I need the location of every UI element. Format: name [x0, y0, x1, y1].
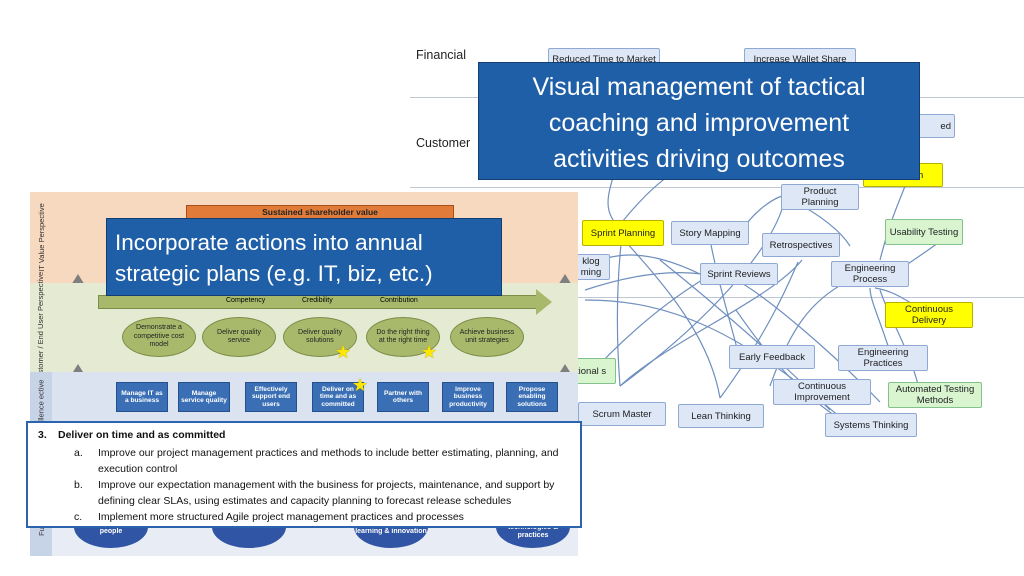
note-item: c. Implement more structured Agile projec… [74, 509, 570, 525]
band-label: IT Value Perspective [36, 203, 46, 272]
band-label: Customer / End User Perspective [36, 271, 46, 384]
star-icon: ★ [421, 342, 438, 362]
note-item-text: Implement more structured Agile project … [98, 511, 464, 523]
objective-right-thing: Do the right thing at the right time [366, 317, 440, 357]
node-partial[interactable]: ed [913, 114, 955, 138]
node-sprint-reviews[interactable]: Sprint Reviews [700, 263, 778, 285]
node-early-feedback[interactable]: Early Feedback [729, 345, 815, 369]
node-lean-thinking[interactable]: Lean Thinking [678, 404, 764, 428]
star-icon: ★ [335, 342, 352, 362]
lane-divider [410, 297, 1024, 298]
note-heading-text: Deliver on time and as committed [58, 429, 226, 441]
callout-line: strategic plans (e.g. IT, biz, etc.) [115, 261, 433, 286]
node-story-mapping[interactable]: Story Mapping [671, 221, 749, 245]
action-note: 3. Deliver on time and as committed a. Imp… [26, 421, 582, 528]
node-sprint-planning[interactable]: Sprint Planning [582, 220, 664, 246]
arrow-label-credibility: Credibility [302, 297, 333, 304]
box-partner: Partner with others [377, 382, 429, 412]
band-customer: Customer / End User Perspective Competen… [30, 271, 578, 390]
node-systems-thinking[interactable]: Systems Thinking [825, 413, 917, 437]
note-item-letter: c. [74, 511, 83, 523]
lane-label-customer: Customer [416, 136, 471, 150]
callout-visual-management: Visual management of tactical coaching a… [478, 62, 920, 180]
node-product-planning[interactable]: Product Planning [781, 184, 859, 210]
objective-quality-service: Deliver quality service [202, 317, 276, 357]
box-manage-it: Manage IT as a business [116, 382, 168, 412]
objective-cost-model: Demonstrate a competitive cost model [122, 317, 196, 357]
box-enabling-solutions: Propose enabling solutions [506, 382, 558, 412]
note-item-text: Improve our project management practices… [98, 447, 559, 475]
box-service-quality: Manage service quality [178, 382, 230, 412]
node-functional[interactable]: tional s [572, 358, 616, 384]
note-item-text: Improve our expectation management with … [98, 479, 555, 507]
note-heading: 3. Deliver on time and as committed [38, 429, 570, 441]
lane-label-financial: Financial [416, 48, 467, 62]
callout-line: activities driving outcomes [553, 145, 845, 173]
arrow-label-contribution: Contribution [380, 297, 418, 304]
node-usability-testing[interactable]: Usability Testing [885, 219, 963, 245]
note-number: 3. [38, 429, 47, 441]
arrow-label-competency: Competency [226, 297, 266, 304]
objective-quality-solutions: Deliver quality solutions [283, 317, 357, 357]
node-automated-testing-methods[interactable]: Automated Testing Methods [888, 382, 982, 408]
arrow-head-icon [536, 289, 552, 315]
note-item-letter: a. [74, 447, 83, 459]
sustained-value-banner: Sustained shareholder value [186, 205, 454, 219]
node-continuous-improvement[interactable]: Continuous Improvement [773, 379, 871, 405]
box-deliver-on-time: Deliver on time and as committed [312, 382, 364, 412]
node-engineering-practices[interactable]: Engineering Practices [838, 345, 928, 371]
callout-incorporate-actions: Incorporate actions into annual strategi… [106, 218, 502, 296]
callout-line: Incorporate actions into annual [115, 230, 423, 255]
note-item: b. Improve our expectation management wit… [74, 477, 570, 509]
objective-business-unit: Achieve business unit strategies [450, 317, 524, 357]
box-productivity: Improve business productivity [442, 382, 494, 412]
callout-line: coaching and improvement [548, 109, 850, 137]
callout-line: Visual management of tactical [532, 73, 866, 101]
star-icon: ★ [352, 375, 369, 395]
node-engineering-process[interactable]: Engineering Process [831, 261, 909, 287]
node-continuous-delivery[interactable]: Continuous Delivery [885, 302, 973, 328]
note-item-letter: b. [74, 479, 83, 491]
node-retrospectives[interactable]: Retrospectives [762, 233, 840, 257]
node-scrum-master[interactable]: Scrum Master [578, 402, 666, 426]
note-item: a. Improve our project management practic… [74, 445, 570, 477]
box-effective-support: Effectively support end users [245, 382, 297, 412]
lane-divider [410, 187, 1024, 188]
